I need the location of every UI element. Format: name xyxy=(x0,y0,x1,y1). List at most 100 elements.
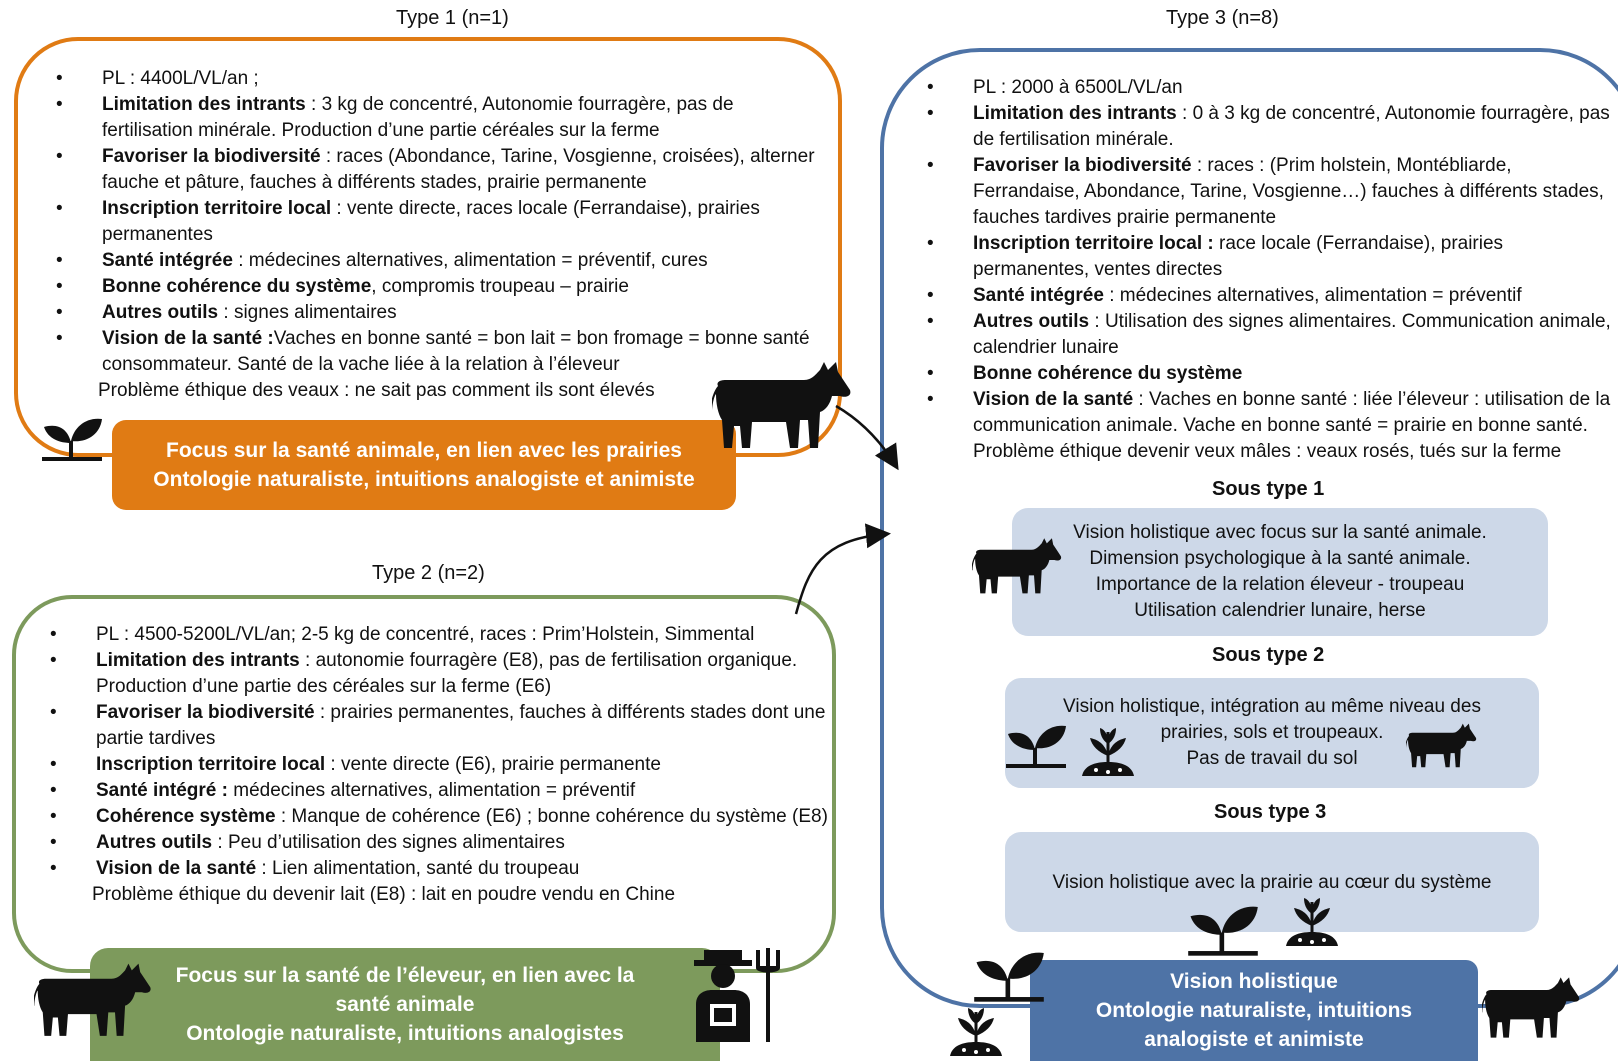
criterion-label: Limitation des intrants xyxy=(102,94,306,115)
criterion-text: : races : (Prim holstein, Montébliarde, … xyxy=(973,155,1604,228)
criterion-text: PL : 4400L/VL/an ; xyxy=(102,68,259,89)
type2-banner-line2: Ontologie naturaliste, intuitions analog… xyxy=(186,1022,624,1045)
sous-type-3-title: Sous type 3 xyxy=(1214,801,1327,823)
cow-icon xyxy=(34,963,151,1036)
criterion-item: Bonne cohérence du système, compromis tr… xyxy=(56,274,816,300)
criterion-label: Cohérence système xyxy=(96,806,276,827)
criterion-item: Vision de la santé : Lien alimentation, … xyxy=(50,856,830,882)
soil-plant-icon xyxy=(1286,898,1338,946)
criterion-item: Favoriser la biodiversité : races (Abond… xyxy=(56,144,816,196)
sous-type-line: Dimension psychologique à la santé anima… xyxy=(1089,548,1471,569)
criterion-text: : 3 kg de concentré, Autonomie fourragèr… xyxy=(102,94,734,141)
type2-criteria-list: PL : 4500-5200L/VL/an; 2-5 kg de concent… xyxy=(50,622,830,908)
sous-type-1-title: Sous type 1 xyxy=(1212,478,1325,500)
criterion-label: Autres outils xyxy=(96,832,213,853)
sprout-icon xyxy=(42,418,102,461)
criterion-item: Inscription territoire local : race loca… xyxy=(927,231,1617,283)
criterion-text: : Peu d’utilisation des signes alimentai… xyxy=(212,832,565,853)
cow-icon xyxy=(972,538,1062,594)
type3-title: Type 3 (n=8) xyxy=(1166,7,1279,29)
soil-plant-icon xyxy=(950,1008,1002,1056)
sprout-icon xyxy=(974,952,1044,1002)
type2-banner: Focus sur la santé de l’éleveur, en lien… xyxy=(90,948,720,1061)
criterion-label: Inscription territoire local xyxy=(96,754,326,775)
criterion-item: Favoriser la biodiversité : prairies per… xyxy=(50,700,830,752)
type1-banner: Focus sur la santé animale, en lien avec… xyxy=(112,420,736,510)
criterion-label: Santé intégrée xyxy=(102,250,233,271)
criterion-label: Santé intégrée xyxy=(973,285,1104,306)
criterion-text: Vaches en bonne santé = bon lait = bon f… xyxy=(102,328,810,375)
criterion-item: Limitation des intrants : autonomie four… xyxy=(50,648,830,700)
cow-icon xyxy=(712,362,851,448)
sous-type-line: Pas de travail du sol xyxy=(1186,748,1358,769)
criterion-item: Favoriser la biodiversité : races : (Pri… xyxy=(927,153,1617,231)
criterion-text: : vente directe, races locale (Ferrandai… xyxy=(102,198,760,245)
criterion-label: Favoriser la biodiversité xyxy=(96,702,315,723)
farmer-icon xyxy=(694,948,780,1042)
criterion-item: Bonne cohérence du système xyxy=(927,361,1617,387)
type1-criteria-list: PL : 4400L/VL/an ; Limitation des intrant… xyxy=(56,66,816,404)
type1-banner-line2: Ontologie naturaliste, intuitions analog… xyxy=(153,468,695,491)
type2-title: Type 2 (n=2) xyxy=(372,562,485,584)
sous-type-line: Utilisation calendrier lunaire, herse xyxy=(1134,600,1426,621)
criterion-item: Limitation des intrants : 0 à 3 kg de co… xyxy=(927,101,1617,153)
criterion-item: Inscription territoire local : vente dir… xyxy=(56,196,816,248)
criterion-label: Bonne cohérence du système xyxy=(973,363,1243,384)
criterion-item: Autres outils : Utilisation des signes a… xyxy=(927,309,1617,361)
cow-icon xyxy=(1482,977,1580,1038)
criterion-item: Inscription territoire local : vente dir… xyxy=(50,752,830,778)
criterion-text: : 0 à 3 kg de concentré, Autonomie fourr… xyxy=(973,103,1610,150)
criterion-item: PL : 4400L/VL/an ; xyxy=(56,66,816,92)
type3-banner-line1: Vision holistique xyxy=(1170,970,1338,993)
sprout-icon xyxy=(1006,725,1066,768)
criterion-text: PL : 4500-5200L/VL/an; 2-5 kg de concent… xyxy=(96,624,755,645)
sous-type-2-title: Sous type 2 xyxy=(1212,644,1325,666)
sous-type-line: Vision holistique avec focus sur la sant… xyxy=(1073,522,1487,543)
criterion-text: : vente directe (E6), prairie permanente xyxy=(325,754,661,775)
criterion-item: Autres outils : signes alimentaires xyxy=(56,300,816,326)
type3-banner: Vision holistique Ontologie naturaliste,… xyxy=(1030,960,1478,1061)
criterion-text: : races (Abondance, Tarine, Vosgienne, c… xyxy=(102,146,815,193)
criterion-text: : signes alimentaires xyxy=(218,302,397,323)
cow-icon xyxy=(1406,723,1477,768)
criterion-label: Vision de la santé xyxy=(973,389,1134,410)
criterion-item: Limitation des intrants : 3 kg de concen… xyxy=(56,92,816,144)
criterion-text: médecines alternatives, alimentation = p… xyxy=(227,780,636,801)
criterion-text: : médecines alternatives, alimentation =… xyxy=(1103,285,1522,306)
criterion-label: Santé intégré : xyxy=(96,780,228,801)
sous-type-line: Importance de la relation éleveur - trou… xyxy=(1095,574,1465,595)
criterion-label: Favoriser la biodiversité xyxy=(102,146,321,167)
ethics-note: Problème éthique du devenir lait (E8) : … xyxy=(92,884,676,905)
type1-banner-line1: Focus sur la santé animale, en lien avec… xyxy=(166,439,682,462)
criterion-text: : Utilisation des signes alimentaires. C… xyxy=(973,311,1611,358)
type3-banner-line2: Ontologie naturaliste, intuitions analog… xyxy=(1095,999,1413,1051)
criterion-label: Favoriser la biodiversité xyxy=(973,155,1192,176)
sous-type-line: Vision holistique, intégration au même n… xyxy=(1063,696,1481,717)
criterion-text: : prairies permanentes, fauches à différ… xyxy=(96,702,826,749)
criterion-label: Autres outils xyxy=(973,311,1090,332)
sprout-icon xyxy=(1188,906,1258,956)
criterion-label: Autres outils xyxy=(102,302,219,323)
criterion-text: , compromis troupeau – prairie xyxy=(371,276,629,297)
criterion-label: Limitation des intrants xyxy=(96,650,300,671)
criterion-text: race locale (Ferrandaise), prairies perm… xyxy=(973,233,1504,280)
criterion-text: : médecines alternatives, alimentation =… xyxy=(232,250,708,271)
soil-plant-icon xyxy=(1082,728,1134,776)
sous-type-line: prairies, sols et troupeaux. xyxy=(1160,722,1384,743)
criterion-item: Autres outils : Peu d’utilisation des si… xyxy=(50,830,830,856)
criterion-item: Vision de la santé : Vaches en bonne san… xyxy=(927,387,1617,465)
criterion-item: PL : 2000 à 6500L/VL/an xyxy=(927,75,1617,101)
ethics-note: Problème éthique des veaux : ne sait pas… xyxy=(98,380,655,401)
criterion-text: PL : 2000 à 6500L/VL/an xyxy=(973,77,1183,98)
criterion-item: Santé intégrée : médecines alternatives,… xyxy=(927,283,1617,309)
criterion-text: : autonomie fourragère (E8), pas de fert… xyxy=(96,650,798,697)
criterion-text: : Vaches en bonne santé : liée l’éleveur… xyxy=(973,389,1611,462)
criterion-item: Vision de la santé :Vaches en bonne sant… xyxy=(56,326,816,378)
criterion-label: Limitation des intrants xyxy=(973,103,1177,124)
criterion-label: Bonne cohérence du système xyxy=(102,276,372,297)
sous-type-3-box: Vision holistique avec la prairie au cœu… xyxy=(1005,832,1539,932)
criterion-label: Vision de la santé : xyxy=(102,328,274,349)
criterion-text: : Lien alimentation, santé du troupeau xyxy=(256,858,580,879)
criterion-item: Cohérence système : Manque de cohérence … xyxy=(50,804,830,830)
criterion-item: PL : 4500-5200L/VL/an; 2-5 kg de concent… xyxy=(50,622,830,648)
